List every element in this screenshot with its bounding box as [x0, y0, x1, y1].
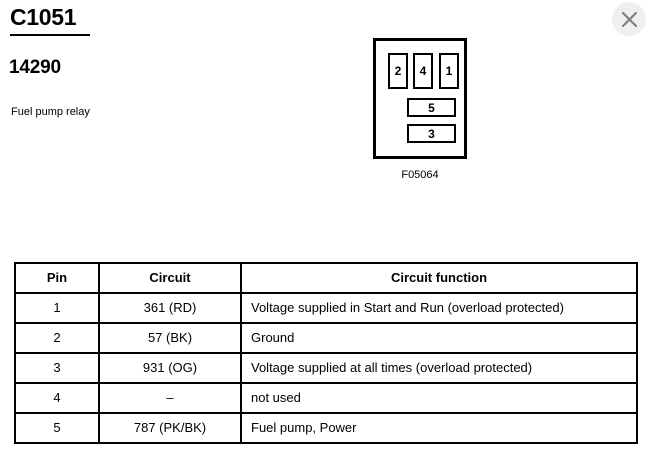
cell-pin: 1 [14, 292, 100, 324]
part-number: 14290 [9, 57, 61, 78]
cell-circuit: 787 (PK/BK) [98, 412, 242, 444]
cell-circuit: 931 (OG) [98, 352, 242, 384]
connector-pin-5: 5 [407, 98, 456, 117]
cell-pin: 2 [14, 322, 100, 354]
table-row: 2 57 (BK) Ground [14, 322, 638, 354]
cell-function: Voltage supplied in Start and Run (overl… [240, 292, 638, 324]
connector-pin-5-label: 5 [428, 100, 435, 115]
connector-id: C1051 [10, 4, 77, 30]
cell-function: Ground [240, 322, 638, 354]
cell-pin: 4 [14, 382, 100, 414]
connector-housing-outline: 2 4 1 5 3 [373, 38, 467, 159]
connector-pin-1-label: 1 [445, 64, 453, 78]
connector-pin-2: 2 [388, 53, 408, 89]
table-row: 3 931 (OG) Voltage supplied at all times… [14, 352, 638, 384]
table-row: 4 – not used [14, 382, 638, 414]
connector-pin-4-label: 4 [419, 64, 427, 78]
cell-pin: 3 [14, 352, 100, 384]
cell-pin: 5 [14, 412, 100, 444]
connector-pin-3-label: 3 [428, 126, 435, 141]
pin-table: Pin Circuit Circuit function 1 361 (RD) … [14, 262, 638, 444]
column-header-pin: Pin [14, 262, 100, 294]
connector-id-underline [10, 34, 90, 36]
component-name: Fuel pump relay [11, 106, 90, 118]
table-row: 5 787 (PK/BK) Fuel pump, Power [14, 412, 638, 444]
diagram-figure-code: F05064 [401, 169, 439, 181]
connector-pin-2-label: 2 [394, 64, 402, 78]
close-button[interactable] [612, 2, 646, 36]
connector-diagram: 2 4 1 5 3 [373, 38, 467, 159]
connector-pin-3: 3 [407, 124, 456, 143]
table-row: 1 361 (RD) Voltage supplied in Start and… [14, 292, 638, 324]
column-header-function: Circuit function [240, 262, 638, 294]
cell-circuit: 361 (RD) [98, 292, 242, 324]
cell-circuit: 57 (BK) [98, 322, 242, 354]
table-header-row: Pin Circuit Circuit function [14, 262, 638, 294]
cell-function: Fuel pump, Power [240, 412, 638, 444]
cell-circuit: – [98, 382, 242, 414]
column-header-circuit: Circuit [98, 262, 242, 294]
cell-function: not used [240, 382, 638, 414]
cell-function: Voltage supplied at all times (overload … [240, 352, 638, 384]
connector-pin-4: 4 [413, 53, 433, 89]
connector-pin-1: 1 [439, 53, 459, 89]
close-icon [620, 10, 639, 29]
